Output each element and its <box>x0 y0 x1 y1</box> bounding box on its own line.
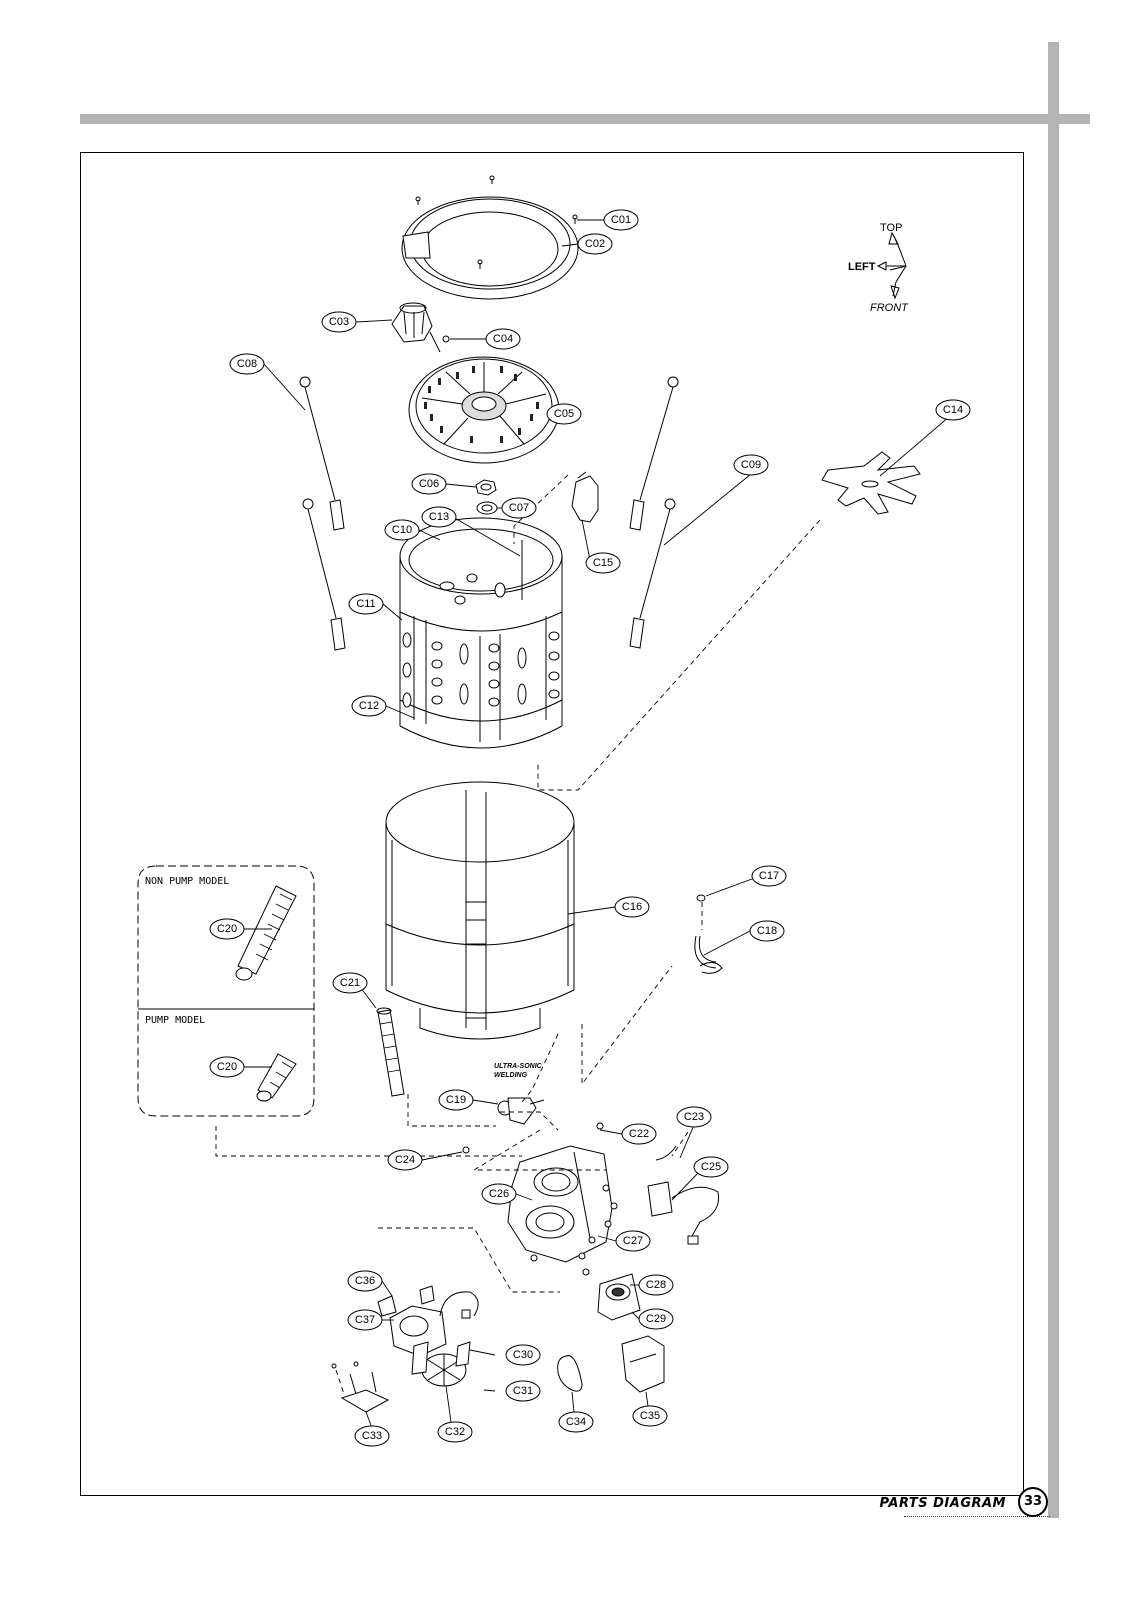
side-bar <box>1048 42 1059 1518</box>
callout-c34: C34 <box>566 1416 586 1428</box>
callout-c20-non-pump: C20 <box>217 923 237 935</box>
callout-c28: C28 <box>646 1279 666 1291</box>
overflow-hose <box>376 1007 405 1097</box>
drain-valve <box>497 1097 545 1125</box>
motor-bracket <box>621 1335 665 1393</box>
callouts: C01 C02 C03 C04 C05 C06 C07 C08 C09 C10 … <box>209 209 971 1447</box>
clutch-star <box>821 451 921 515</box>
callout-c11: C11 <box>356 598 375 610</box>
wash-motor <box>377 1285 479 1357</box>
callout-c31: C31 <box>513 1385 533 1397</box>
callout-c13: C13 <box>429 511 449 523</box>
callout-c06: C06 <box>419 478 439 490</box>
page-footer: PARTS DIAGRAM 33 <box>880 1486 1050 1526</box>
callout-c07: C07 <box>509 502 529 514</box>
callout-c20-pump: C20 <box>217 1061 237 1073</box>
callout-c30: C30 <box>513 1349 533 1361</box>
callout-c21: C21 <box>340 977 360 989</box>
welding-note-line1: ULTRA-SONIC <box>494 1063 543 1070</box>
callout-c02: C02 <box>585 238 605 250</box>
callout-c10: C10 <box>392 524 412 536</box>
section-title: PARTS DIAGRAM <box>879 1496 1006 1511</box>
nut-and-washer <box>475 479 498 515</box>
callout-c08: C08 <box>237 358 257 370</box>
pulsator <box>408 356 560 464</box>
footer-dotted-rule <box>904 1516 1050 1517</box>
callout-c18: C18 <box>757 925 777 937</box>
assembly-guide-lines <box>215 474 821 1395</box>
balancer-plug <box>571 471 599 523</box>
callout-c35: C35 <box>640 1410 660 1422</box>
callout-c09: C09 <box>741 459 761 471</box>
callout-c36: C36 <box>355 1275 375 1287</box>
pulsator-cap <box>391 302 450 353</box>
orientation-labels: TOP LEFT FRONT <box>848 222 909 314</box>
callout-c25: C25 <box>701 1161 721 1173</box>
callout-c01: C01 <box>611 214 631 226</box>
header-bar <box>80 114 1090 124</box>
callout-c32: C32 <box>445 1426 465 1438</box>
callout-c23: C23 <box>684 1111 704 1123</box>
callout-c22: C22 <box>629 1128 649 1140</box>
model-inset-box <box>137 865 315 1117</box>
callout-c27: C27 <box>623 1235 643 1247</box>
callout-c17: C17 <box>759 870 779 882</box>
callout-c12: C12 <box>359 700 379 712</box>
tub-cover-ring <box>401 175 579 300</box>
callout-c16: C16 <box>622 901 642 913</box>
callout-c14: C14 <box>943 404 963 416</box>
mounting-plate <box>507 1145 613 1263</box>
non-pump-model-label: NON PUMP MODEL <box>145 876 229 887</box>
callout-c04: C04 <box>493 333 513 345</box>
v-belt <box>557 1355 583 1392</box>
top-label: TOP <box>880 222 902 234</box>
callout-c33: C33 <box>362 1430 382 1442</box>
callout-c19: C19 <box>446 1094 466 1106</box>
outer-tub <box>385 781 575 1040</box>
callout-c15: C15 <box>593 557 613 569</box>
callout-c29: C29 <box>646 1313 666 1325</box>
welding-note: ULTRA-SONIC WELDING <box>494 1063 543 1079</box>
callout-c05: C05 <box>554 408 574 420</box>
callout-c26: C26 <box>489 1188 509 1200</box>
drain-hose-clip <box>694 894 723 974</box>
suspension-rods <box>299 376 679 651</box>
diagram-frame <box>80 152 1024 1496</box>
callout-c37: C37 <box>355 1314 375 1326</box>
callout-c03: C03 <box>329 316 349 328</box>
spin-basket <box>399 517 563 749</box>
front-label: FRONT <box>870 302 909 314</box>
motor-pulley <box>411 1341 471 1387</box>
callout-c24: C24 <box>395 1154 415 1166</box>
clutch-assembly <box>597 1273 641 1321</box>
orientation-indicator <box>876 231 907 300</box>
pump-model-label: PUMP MODEL <box>145 1015 205 1026</box>
page-number: 33 <box>1018 1487 1048 1517</box>
welding-note-line2: WELDING <box>494 1072 528 1079</box>
motor-mount <box>331 1361 390 1413</box>
left-label: LEFT <box>848 261 876 273</box>
drain-motor <box>647 1145 720 1245</box>
mounting-screws <box>462 1122 618 1276</box>
